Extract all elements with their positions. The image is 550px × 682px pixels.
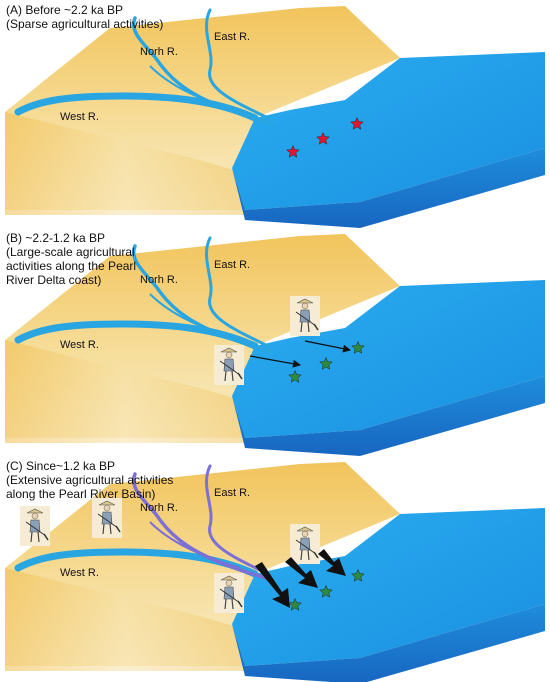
site-star xyxy=(319,356,333,370)
north-river xyxy=(131,244,274,354)
influence-arrow xyxy=(249,355,301,368)
site-star xyxy=(286,144,300,158)
panel-caption: (A) Before ~2.2 ka BP(Sparse agricultura… xyxy=(6,3,163,31)
site-star xyxy=(351,568,365,582)
farmer-figure xyxy=(92,498,122,538)
site-star xyxy=(288,369,302,383)
site-star xyxy=(319,584,333,598)
panel-heading: (B) ~2.2-1.2 ka BP xyxy=(6,231,105,245)
site-star xyxy=(316,131,330,145)
panel-subcaption: River Delta coast) xyxy=(6,273,101,287)
east-river xyxy=(205,236,270,348)
sea-surface xyxy=(232,280,545,438)
site-star xyxy=(350,116,364,130)
east-river-label: East R. xyxy=(214,487,250,499)
influence-arrow xyxy=(304,340,351,353)
north-river xyxy=(131,472,274,582)
north-river xyxy=(131,16,274,126)
tributary xyxy=(149,65,241,113)
farmer-figure xyxy=(214,573,244,613)
influence-arrow xyxy=(255,562,290,608)
east-river-label: East R. xyxy=(214,259,250,271)
west-river-label: West R. xyxy=(60,111,99,123)
panel-heading: (A) Before ~2.2 ka BP xyxy=(6,3,123,17)
panel-b: (B) ~2.2-1.2 ka BP(Large-scale agricultu… xyxy=(5,231,545,456)
sea-front-face xyxy=(232,376,545,456)
site-star xyxy=(351,340,365,354)
sea-surface xyxy=(232,508,545,666)
land-front-face xyxy=(5,340,245,443)
panel-subcaption: (Large-scale agricultural xyxy=(6,245,135,259)
panel-subcaption: along the Pearl River Basin) xyxy=(6,487,155,501)
land-front-face xyxy=(5,112,245,215)
panel-heading: (C) Since~1.2 ka BP xyxy=(6,459,115,473)
panel-subcaption: (Sparse agricultural activities) xyxy=(6,17,163,31)
sea-front-face xyxy=(232,604,545,682)
west-river-label: West R. xyxy=(60,567,99,579)
panel-caption: (B) ~2.2-1.2 ka BP(Large-scale agricultu… xyxy=(6,231,136,287)
sea-front-face xyxy=(232,148,545,228)
site-star xyxy=(288,597,302,611)
east-river xyxy=(205,464,270,576)
farmer-figure xyxy=(20,506,50,546)
tributary xyxy=(149,521,241,569)
east-river-label: East R. xyxy=(214,31,250,43)
influence-arrow xyxy=(318,549,346,576)
panel-subcaption: activities along the Pearl xyxy=(6,259,136,273)
influence-arrow xyxy=(285,557,318,588)
panel-subcaption: (Extensive agricultural activities xyxy=(6,473,173,487)
east-river xyxy=(205,8,270,120)
farmer-figure xyxy=(290,296,320,336)
north-river-label: Norh R. xyxy=(140,46,178,58)
panel-a: (A) Before ~2.2 ka BP(Sparse agricultura… xyxy=(5,3,545,228)
north-river-label: Norh R. xyxy=(140,502,178,514)
panel-caption: (C) Since~1.2 ka BP(Extensive agricultur… xyxy=(6,459,173,501)
land-front-face xyxy=(5,568,245,671)
farmer-figure xyxy=(214,345,244,385)
north-river-label: Norh R. xyxy=(140,274,178,286)
panel-c: (C) Since~1.2 ka BP(Extensive agricultur… xyxy=(5,459,545,682)
sea-surface xyxy=(232,52,545,210)
west-river-label: West R. xyxy=(60,339,99,351)
tributary xyxy=(149,293,241,341)
farmer-figure xyxy=(290,524,320,564)
